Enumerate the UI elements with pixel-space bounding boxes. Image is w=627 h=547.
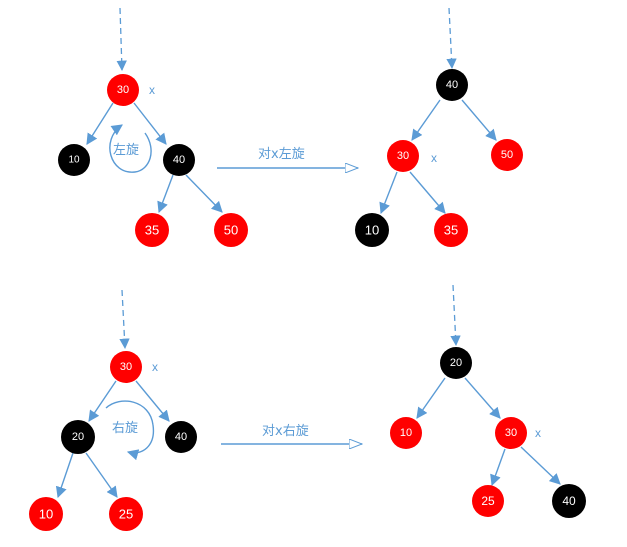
edge-30-25: [490, 448, 506, 487]
node-40-circle: [436, 69, 468, 101]
operation-label: 对x左旋: [258, 147, 305, 162]
edge-20-10: [416, 377, 446, 419]
edge-30-10: [86, 102, 114, 145]
node-40: 40: [552, 484, 586, 518]
bottom-after-tree: x 20 10 30 25 40: [390, 284, 586, 518]
node-10: 10: [390, 417, 422, 449]
node-30-label: 30: [120, 361, 132, 373]
node-10-circle: [58, 144, 90, 176]
edge-40-30: [411, 99, 441, 141]
node-50: 50: [214, 213, 248, 247]
node-30-label: 30: [117, 84, 129, 96]
node-20: 20: [61, 420, 95, 454]
rotation-label: 左旋: [113, 143, 139, 158]
node-40: 40: [165, 421, 197, 453]
node-10: 10: [58, 144, 90, 176]
node-10-label: 10: [68, 155, 80, 166]
x-marker: x: [535, 426, 541, 440]
node-20-circle: [440, 347, 472, 379]
node-50-circle: [214, 213, 248, 247]
node-10-label: 10: [400, 427, 412, 439]
top-before-tree: 左旋 x 30 10 40 35 50: [58, 7, 248, 247]
node-40: 40: [436, 69, 468, 101]
bottom-before-tree: 右旋 x 30 20 40 10 25: [29, 289, 197, 531]
node-50: 50: [491, 139, 523, 171]
node-35-label: 35: [145, 223, 159, 238]
node-25-label: 25: [481, 494, 495, 508]
node-35-circle: [135, 213, 169, 247]
node-30-circle: [107, 74, 139, 106]
node-40-label: 40: [175, 431, 187, 443]
node-50-circle: [491, 139, 523, 171]
node-40: 40: [163, 144, 195, 176]
edge-40-50: [461, 99, 497, 141]
node-35: 35: [135, 213, 169, 247]
node-30: 30: [387, 140, 419, 172]
node-20-circle: [61, 420, 95, 454]
node-30-label: 30: [505, 427, 517, 439]
node-10-label: 10: [365, 223, 379, 238]
node-40-label: 40: [562, 494, 576, 508]
node-30-circle: [495, 417, 527, 449]
edge-40-35: [157, 174, 174, 214]
edge-20-30: [464, 377, 501, 419]
incoming-dashed-edge: [116, 7, 127, 72]
edge-20-10: [55, 452, 74, 499]
node-30-circle: [387, 140, 419, 172]
node-40-label: 40: [173, 154, 185, 166]
rotation-label: 右旋: [112, 421, 138, 436]
node-25-circle: [472, 485, 504, 517]
edge-30-35: [409, 171, 446, 214]
x-marker: x: [431, 151, 437, 165]
rotation-arc-icon: [109, 124, 152, 173]
node-30-label: 30: [397, 150, 409, 162]
node-10: 10: [29, 497, 63, 531]
node-10-circle: [29, 497, 63, 531]
node-30: 30: [495, 417, 527, 449]
x-marker: x: [149, 83, 155, 97]
edge-20-25: [85, 452, 118, 498]
node-40-circle: [165, 421, 197, 453]
node-35-circle: [434, 213, 468, 247]
node-40-circle: [163, 144, 195, 176]
top-after-tree: x 40 30 50 10 35: [355, 7, 523, 247]
node-25: 25: [109, 497, 143, 531]
node-25: 25: [472, 485, 504, 517]
incoming-dashed-edge: [450, 284, 461, 347]
edge-30-40: [133, 102, 167, 145]
edge-30-10: [379, 171, 398, 215]
node-20: 20: [440, 347, 472, 379]
rotation-arc-icon: [105, 400, 155, 461]
node-30: 30: [107, 74, 139, 106]
node-25-label: 25: [119, 507, 133, 522]
node-30-circle: [110, 351, 142, 383]
incoming-dashed-edge: [119, 289, 130, 350]
node-10-label: 10: [39, 507, 53, 522]
edge-30-40: [135, 380, 170, 422]
node-40-label: 40: [446, 79, 458, 91]
node-35: 35: [434, 213, 468, 247]
x-marker: x: [152, 360, 158, 374]
edge-30-20: [88, 380, 117, 422]
node-40-circle: [552, 484, 586, 518]
edge-40-50: [185, 174, 223, 213]
node-25-circle: [109, 497, 143, 531]
edge-30-40: [520, 446, 561, 485]
node-50-label: 50: [501, 149, 513, 161]
node-10-circle: [355, 213, 389, 247]
node-35-label: 35: [444, 223, 458, 238]
node-10-circle: [390, 417, 422, 449]
node-50-label: 50: [224, 223, 238, 238]
incoming-dashed-edge: [446, 7, 457, 70]
node-30: 30: [110, 351, 142, 383]
node-10: 10: [355, 213, 389, 247]
node-20-label: 20: [450, 357, 462, 369]
top-operation: 对x左旋: [217, 147, 358, 168]
operation-label: 对x右旋: [262, 424, 309, 439]
bottom-operation: 对x右旋: [221, 424, 362, 444]
node-20-label: 20: [72, 431, 84, 443]
